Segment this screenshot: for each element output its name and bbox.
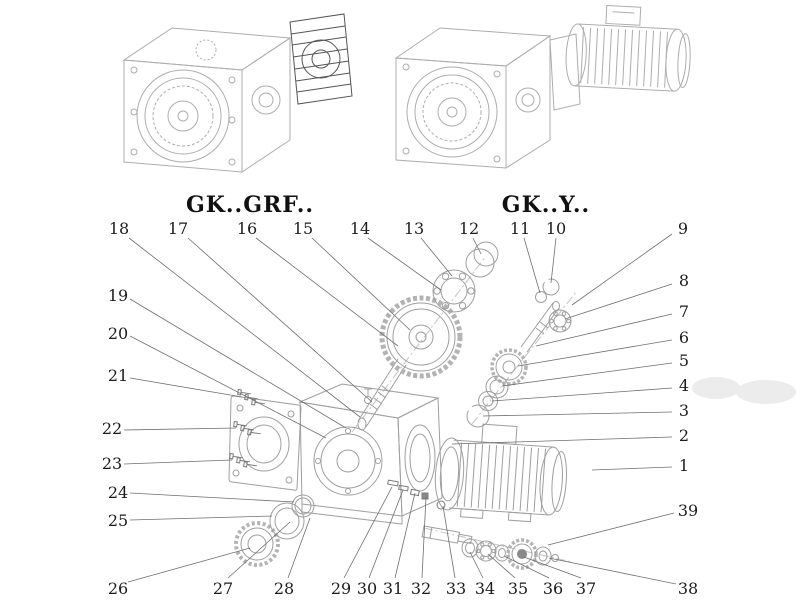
model-title-y: GK..Y.. [501, 192, 591, 218]
leader-line-4 [492, 388, 672, 401]
callout-21: 21 [107, 366, 129, 385]
callout-15: 15 [292, 219, 314, 238]
leader-line-22 [124, 428, 236, 430]
leader-line-28 [288, 518, 310, 578]
callout-13: 13 [403, 219, 425, 238]
leader-line-23 [124, 460, 232, 464]
leader-line-36 [504, 556, 549, 578]
callout-36: 36 [542, 579, 564, 598]
leader-line-29 [344, 487, 392, 578]
callout-25: 25 [107, 511, 129, 530]
callout-29: 29 [330, 579, 352, 598]
leader-line-21 [130, 378, 242, 397]
leader-line-27 [228, 522, 290, 578]
leader-line-25 [130, 516, 272, 520]
leader-line-9 [572, 234, 672, 305]
callout-20: 20 [107, 324, 129, 343]
callout-19: 19 [107, 286, 129, 305]
callout-7: 7 [678, 302, 690, 321]
leader-lines [124, 234, 676, 584]
callout-14: 14 [349, 219, 371, 238]
callout-10: 10 [545, 219, 567, 238]
housing [300, 384, 442, 524]
callout-22: 22 [101, 419, 123, 438]
callout-4: 4 [678, 376, 690, 395]
callout-27: 27 [212, 579, 234, 598]
leader-line-34 [470, 552, 483, 578]
leader-line-17 [188, 238, 372, 402]
leader-line-10 [551, 238, 556, 283]
leader-line-5 [502, 363, 672, 386]
model-title-grf: GK..GRF.. [185, 192, 315, 218]
leader-line-14 [368, 238, 441, 290]
exploded-parts [229, 242, 576, 568]
motor-drawing [565, 3, 693, 91]
callout-38: 38 [677, 579, 699, 598]
input-shaft-set [467, 279, 571, 427]
leader-line-33 [443, 506, 455, 578]
bolt-set [230, 390, 266, 469]
callout-32: 32 [410, 579, 432, 598]
leader-line-30 [369, 490, 403, 578]
callout-23: 23 [101, 454, 123, 473]
leader-line-16 [256, 238, 398, 346]
leader-line-2 [452, 437, 672, 444]
leader-line-35 [488, 554, 515, 578]
leader-line-38 [549, 558, 676, 584]
leader-line-39 [548, 513, 674, 545]
callout-34: 34 [474, 579, 496, 598]
leader-line-15 [312, 238, 410, 330]
callout-5: 5 [678, 351, 690, 370]
leader-line-24 [130, 493, 294, 502]
leader-line-31 [395, 493, 415, 578]
gearbox-y-drawing [396, 3, 693, 168]
flange-plate [229, 396, 301, 490]
callout-31: 31 [382, 579, 404, 598]
callout-11: 11 [509, 219, 531, 238]
leader-line-26 [128, 548, 250, 582]
callout-17: 17 [167, 219, 189, 238]
leader-line-37 [524, 557, 581, 578]
callout-16: 16 [236, 219, 258, 238]
callout-24: 24 [107, 483, 129, 502]
leader-line-11 [524, 238, 540, 293]
main-gear-set [358, 242, 498, 430]
leader-line-3 [483, 412, 672, 416]
callout-9: 9 [677, 219, 689, 238]
callout-39: 39 [677, 501, 699, 520]
callout-3: 3 [678, 401, 690, 420]
input-flange-dark [290, 14, 352, 104]
output-shaft-set [422, 526, 558, 568]
leader-line-19 [130, 299, 346, 428]
callout-8: 8 [678, 271, 690, 290]
motor-exploded [433, 421, 570, 524]
callout-33: 33 [445, 579, 467, 598]
seal-ring-set [236, 495, 314, 565]
callout-18: 18 [108, 219, 130, 238]
leader-line-18 [129, 238, 360, 417]
leader-line-12 [473, 238, 481, 254]
callout-35: 35 [507, 579, 529, 598]
leader-line-6 [518, 340, 672, 366]
leader-line-13 [421, 238, 452, 276]
callout-1: 1 [678, 456, 690, 475]
leader-line-7 [536, 314, 672, 346]
callout-37: 37 [575, 579, 597, 598]
callout-6: 6 [678, 328, 690, 347]
watermark-smudge [692, 377, 796, 404]
leader-line-1 [592, 467, 672, 470]
leader-line-20 [130, 336, 326, 438]
callout-28: 28 [273, 579, 295, 598]
gearbox-grf-drawing [124, 14, 352, 172]
callout-26: 26 [107, 579, 129, 598]
callout-2: 2 [678, 426, 690, 445]
callout-30: 30 [356, 579, 378, 598]
leader-line-32 [422, 497, 426, 578]
leader-line-8 [565, 284, 672, 319]
callout-12: 12 [458, 219, 480, 238]
